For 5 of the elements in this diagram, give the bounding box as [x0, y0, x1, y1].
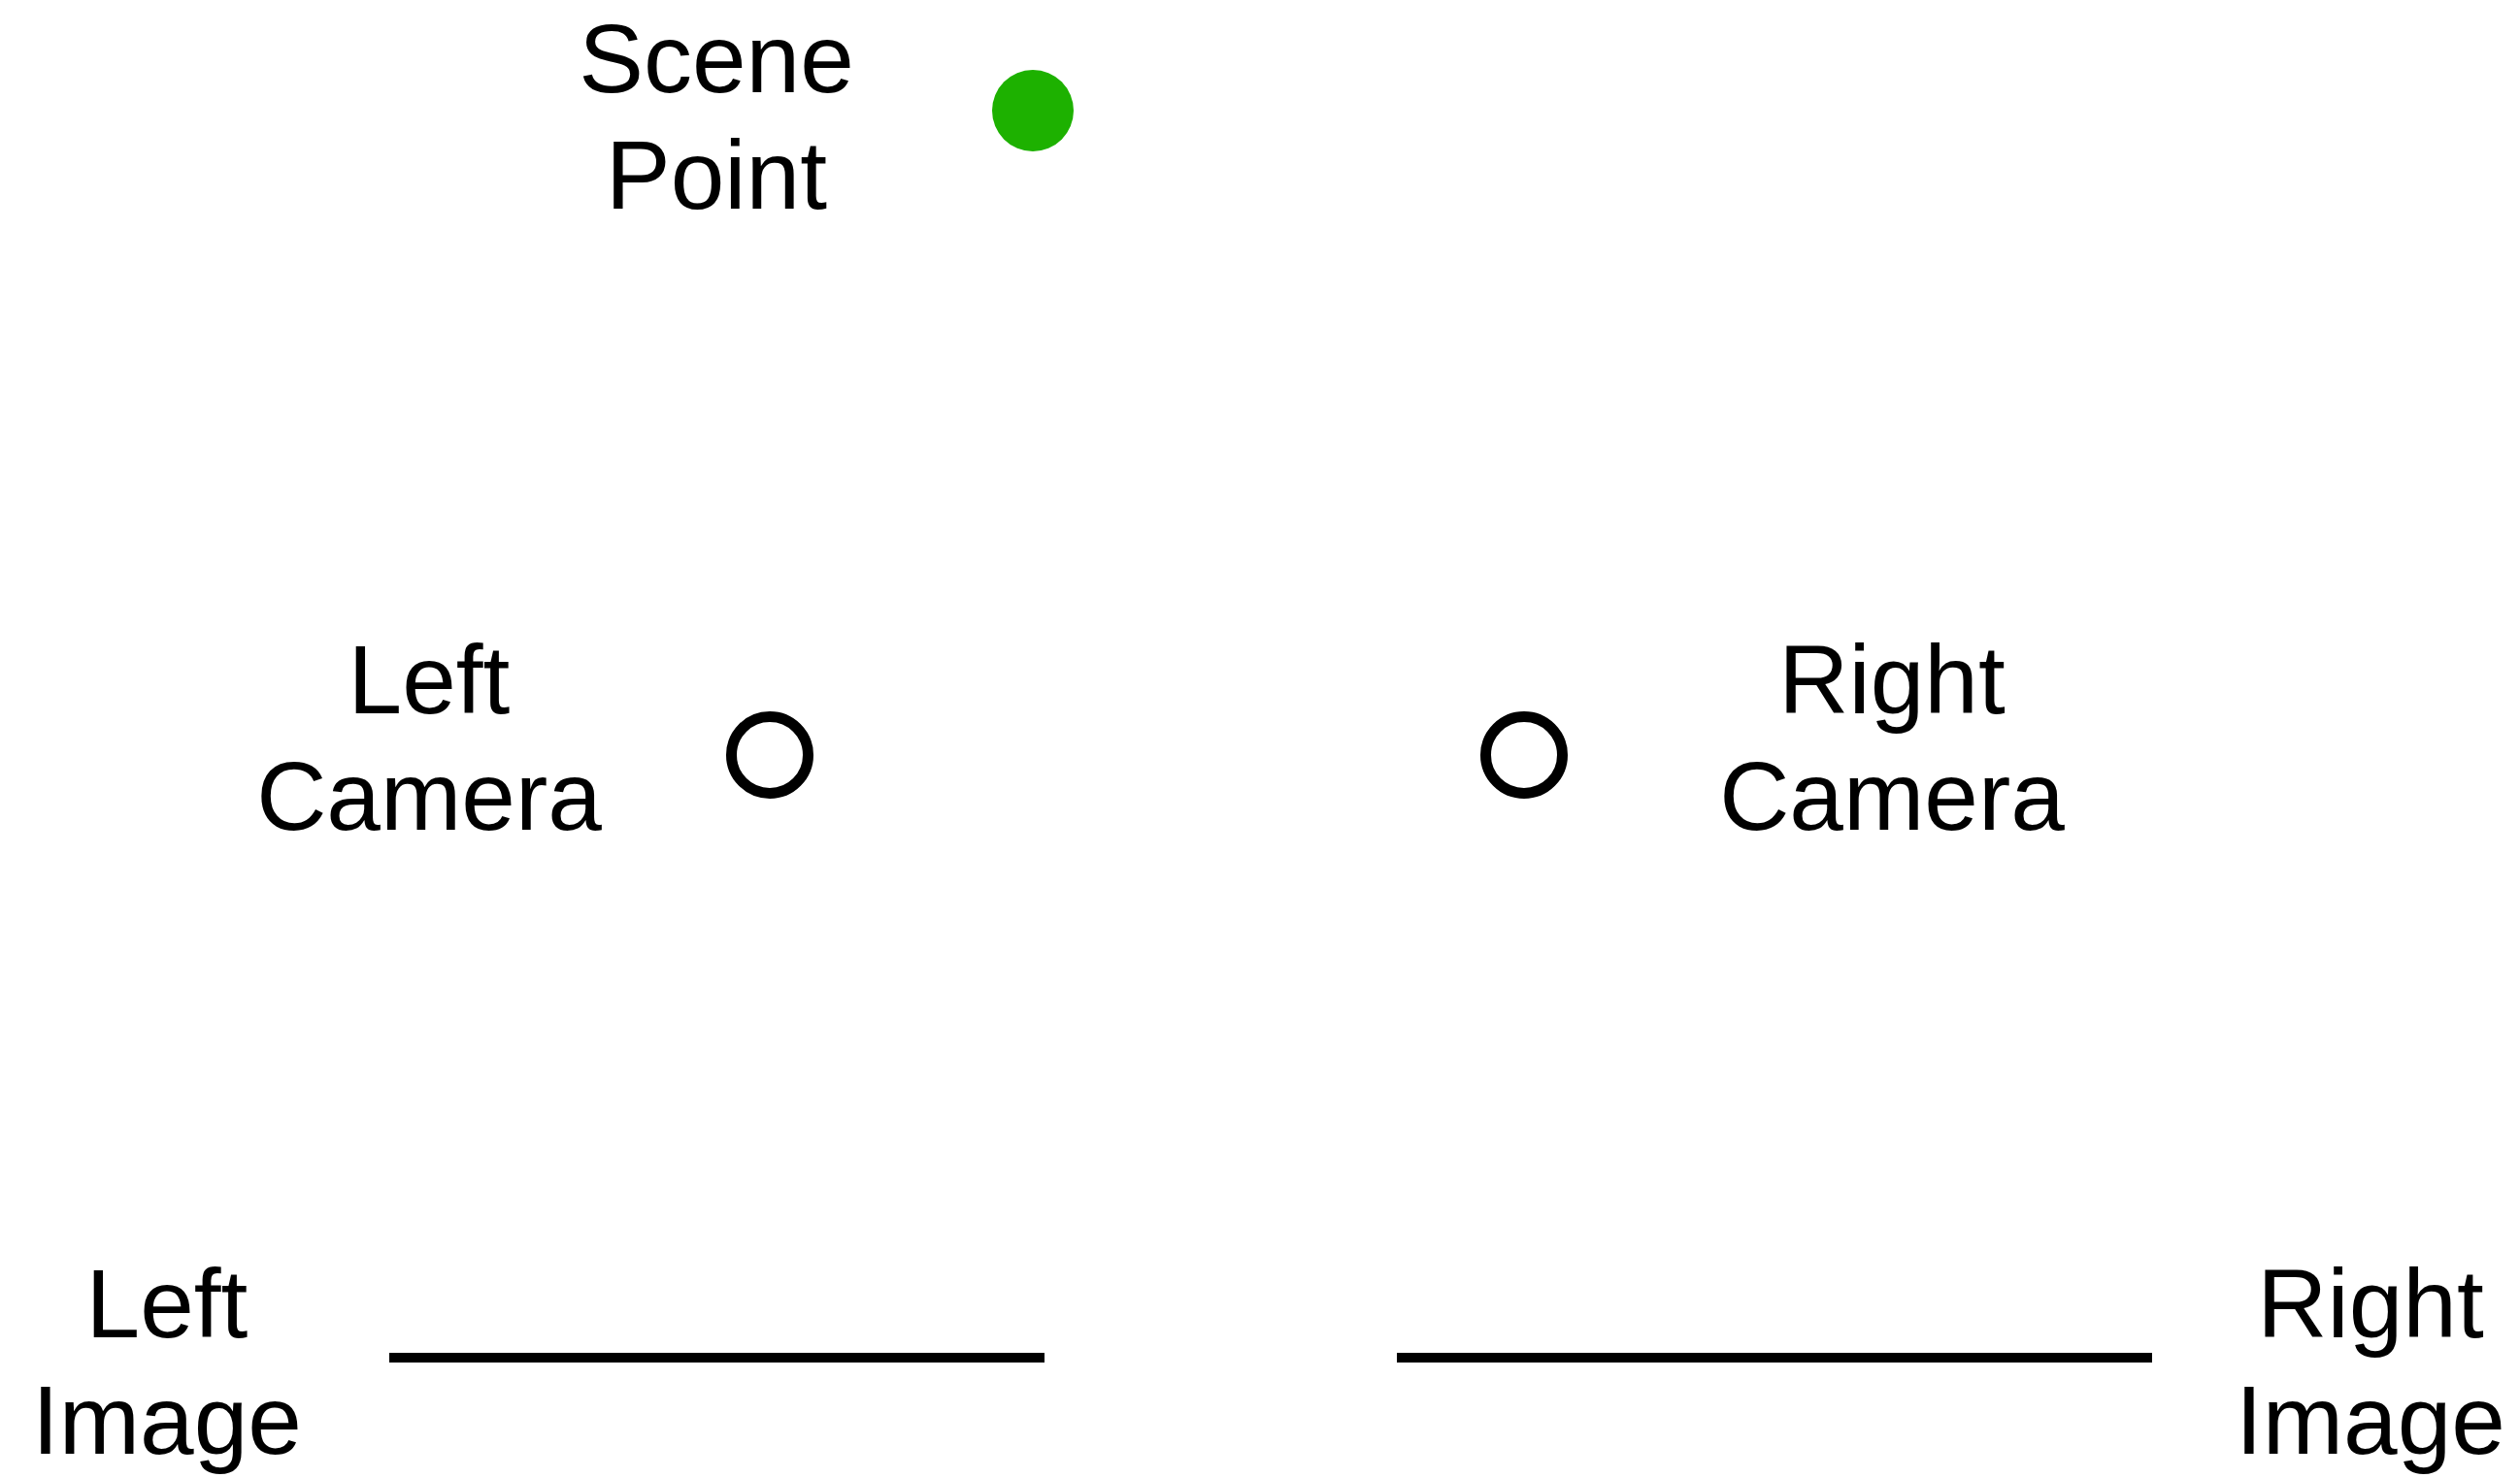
caption-label: Right Camera: [1718, 624, 2066, 852]
caption-label: Left Image: [31, 1248, 303, 1476]
caption-label: Scene Point: [578, 3, 855, 231]
caption-label: Left Camera: [255, 624, 603, 852]
caption-label: Right Image: [2235, 1248, 2506, 1476]
